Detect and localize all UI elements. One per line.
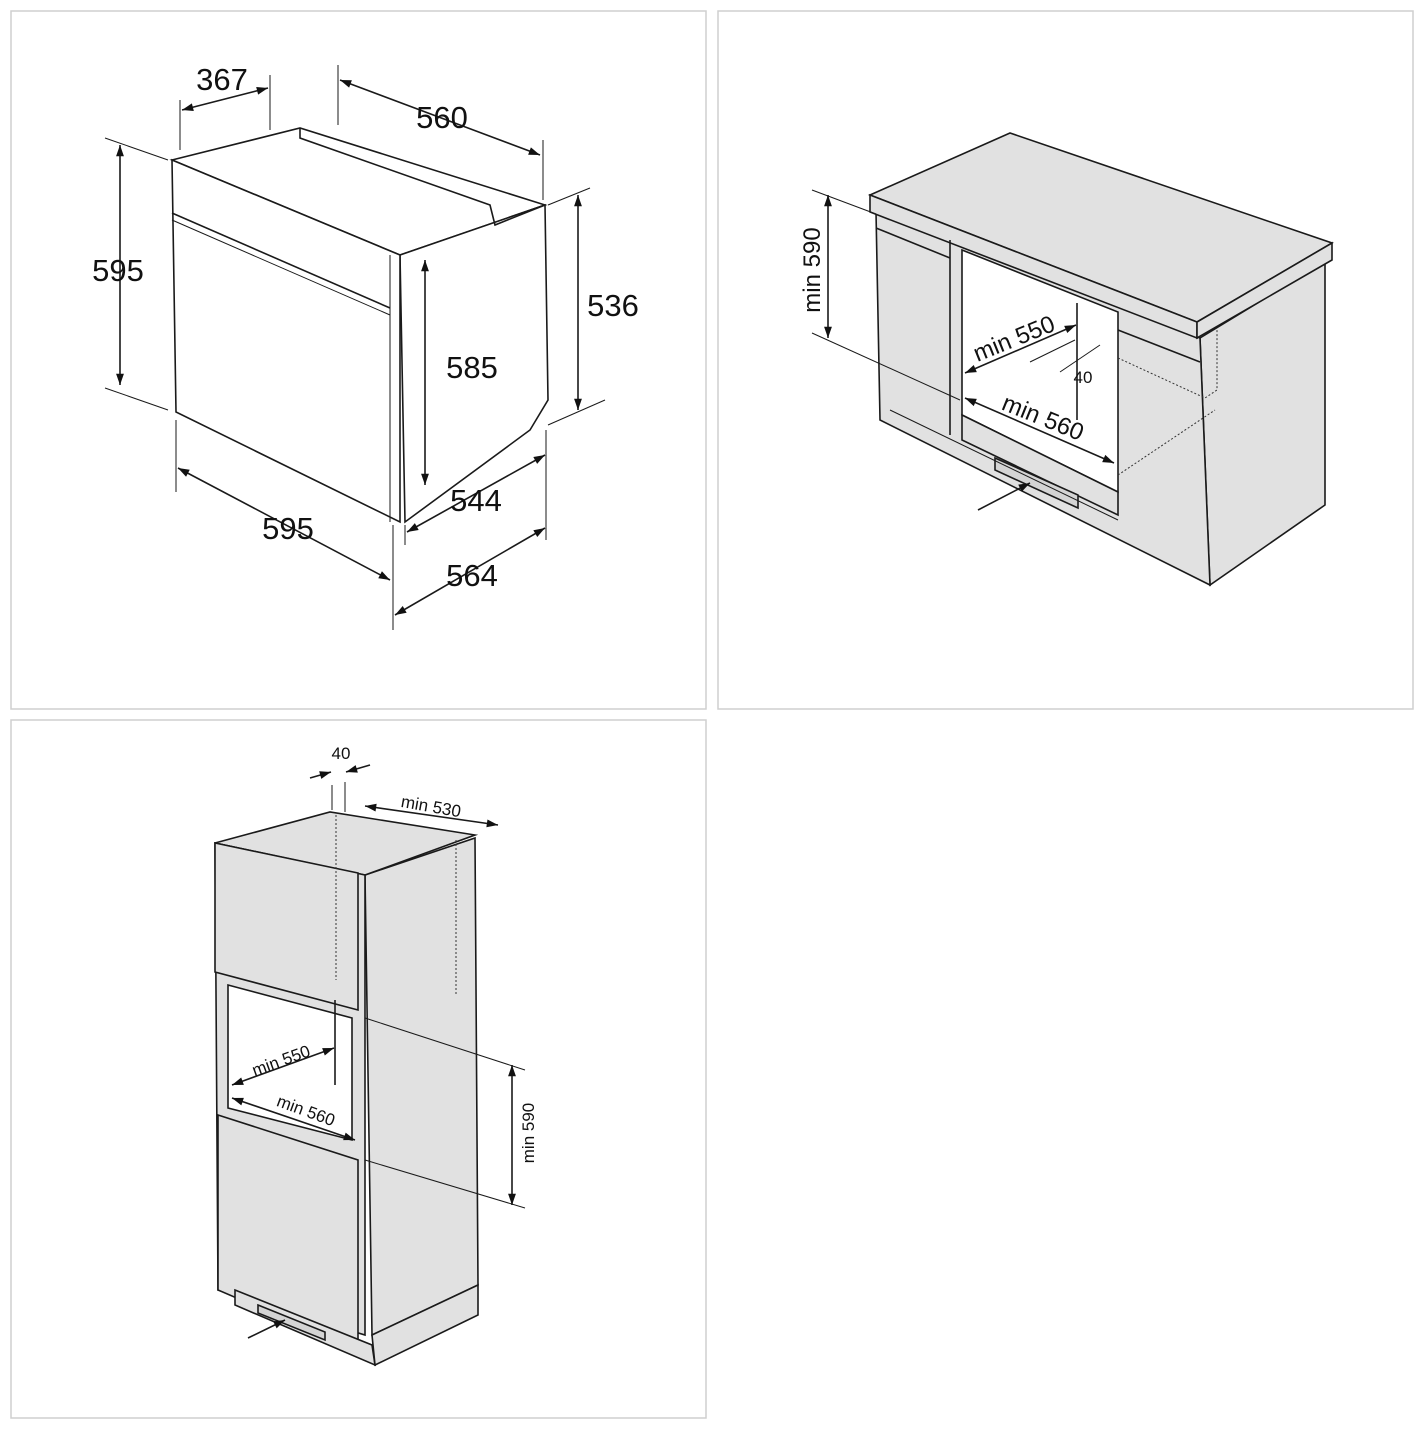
tall-cabinet-drawing [214,811,479,1367]
oven-dimension-lines [104,65,606,630]
dim-min-590-tall: min 590 [519,1103,538,1163]
under-counter-panel: min 590 min 550 40 min 560 [717,10,1414,710]
dim-595-height: 595 [92,253,144,288]
dim-367: 367 [196,62,248,97]
oven-dimensions-panel: 367 560 595 536 585 595 544 564 [10,10,707,710]
oven-drawing [169,127,549,524]
counter-dimension-lines [811,189,1115,511]
dim-min-590: min 590 [799,227,826,312]
dim-40: 40 [1074,368,1093,387]
dim-560: 560 [416,100,468,135]
dim-536: 536 [587,288,639,323]
dim-585: 585 [446,350,498,385]
dim-595-width: 595 [262,511,314,546]
dim-40-top: 40 [332,744,351,763]
dim-564: 564 [446,558,498,593]
dim-544: 544 [450,483,502,518]
tall-cabinet-panel: 40 min 530 min 550 min 560 min 590 [10,719,707,1419]
tall-cabinet-dimension-lines [231,764,526,1339]
